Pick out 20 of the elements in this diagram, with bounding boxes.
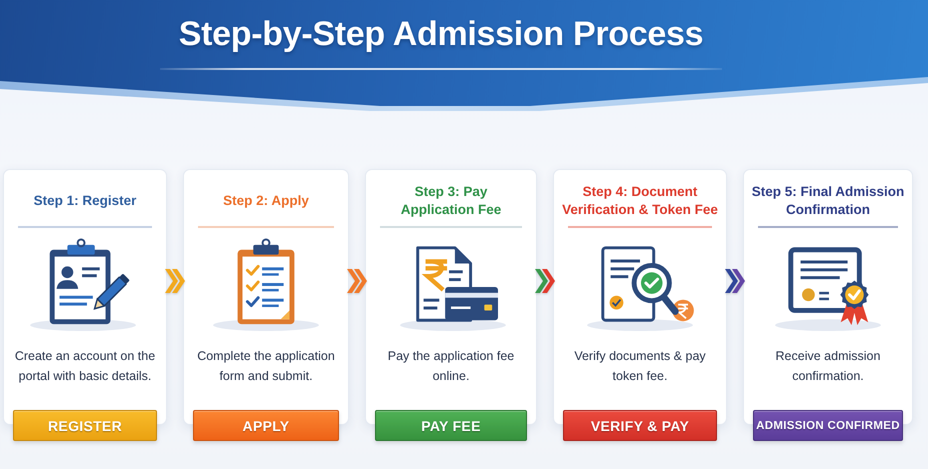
chevron-arrow <box>347 269 367 293</box>
step-description: Verify documents & pay token fee. <box>573 348 707 386</box>
page-title: Step-by-Step Admission Process <box>178 14 704 55</box>
chevron-arrow <box>165 269 185 293</box>
step-heading: Step 3: Pay Application Fee <box>400 183 502 219</box>
step-action-button: ADMISSION CONFIRMED <box>753 410 903 441</box>
step-heading: Step 4: Document Verification & Token Fee <box>561 183 719 219</box>
step-description: Receive admission confirmation. <box>774 348 882 386</box>
chevron-arrow <box>535 269 555 293</box>
step-action-button: VERIFY & PAY <box>563 410 717 441</box>
step-heading: Step 2: Apply <box>223 192 309 210</box>
step-description: Create an account on the portal with basic details. <box>14 348 156 386</box>
step-action-button: APPLY <box>193 410 339 441</box>
step-description: Pay the application fee online. <box>386 348 516 386</box>
step-action-button: REGISTER <box>13 410 157 441</box>
step-heading: Step 5: Final Admission Confirmation <box>750 183 906 219</box>
step-action-button: PAY FEE <box>375 410 527 441</box>
step-description: Complete the application form and submit. <box>196 348 336 386</box>
chevron-arrow <box>725 269 745 293</box>
step-heading: Step 1: Register <box>34 192 136 210</box>
